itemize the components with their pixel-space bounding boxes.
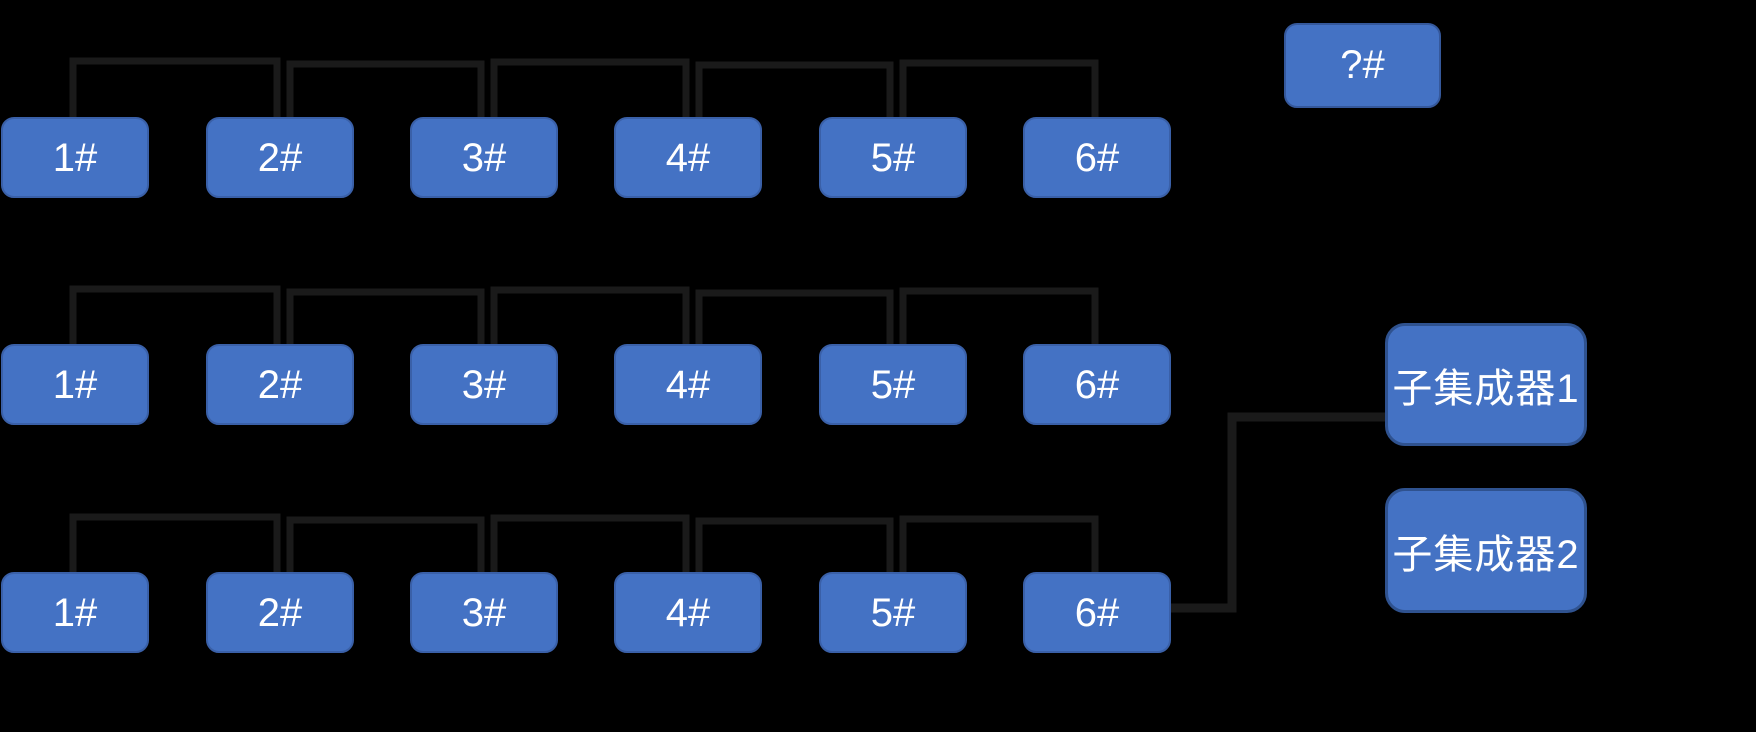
node-row1-4: 4# — [614, 117, 762, 198]
aggregator-1: 子集成器1 — [1385, 323, 1587, 446]
wire-row1-link-1-2 — [69, 57, 281, 117]
node-row2-5: 5# — [819, 344, 967, 425]
node-row3-5: 5# — [819, 572, 967, 653]
wire-row3-link-5-6 — [899, 515, 1099, 572]
wire-row2-link-3-4 — [490, 286, 690, 344]
wire-row3-link-1-2 — [69, 513, 281, 572]
node-row3-6: 6# — [1023, 572, 1171, 653]
node-unknown: ?# — [1284, 23, 1441, 108]
node-row1-2: 2# — [206, 117, 354, 198]
node-row3-3: 3# — [410, 572, 558, 653]
wire-row3-node6-to-aggregator1 — [1171, 412, 1385, 613]
wire-row1-link-3-4 — [490, 58, 690, 117]
node-row1-1: 1# — [1, 117, 149, 198]
node-row2-4: 4# — [614, 344, 762, 425]
node-row1-3: 3# — [410, 117, 558, 198]
wire-row2-link-4-5 — [695, 289, 894, 344]
wire-row3-link-2-3 — [286, 516, 485, 572]
wire-row3-link-4-5 — [695, 517, 894, 572]
wire-group — [69, 57, 1385, 613]
node-row1-6: 6# — [1023, 117, 1171, 198]
aggregator-2: 子集成器2 — [1385, 488, 1587, 613]
node-row1-5: 5# — [819, 117, 967, 198]
node-row2-2: 2# — [206, 344, 354, 425]
wire-row1-link-2-3 — [286, 60, 485, 117]
wire-row2-link-1-2 — [69, 285, 281, 344]
wire-row2-link-5-6 — [899, 287, 1099, 344]
wire-row1-link-4-5 — [695, 61, 894, 117]
wire-row3-link-3-4 — [490, 514, 690, 572]
wire-row2-link-2-3 — [286, 288, 485, 344]
node-row3-4: 4# — [614, 572, 762, 653]
node-row2-6: 6# — [1023, 344, 1171, 425]
node-row3-2: 2# — [206, 572, 354, 653]
wire-row1-link-5-6 — [899, 59, 1099, 117]
node-row3-1: 1# — [1, 572, 149, 653]
node-row2-3: 3# — [410, 344, 558, 425]
node-row2-1: 1# — [1, 344, 149, 425]
